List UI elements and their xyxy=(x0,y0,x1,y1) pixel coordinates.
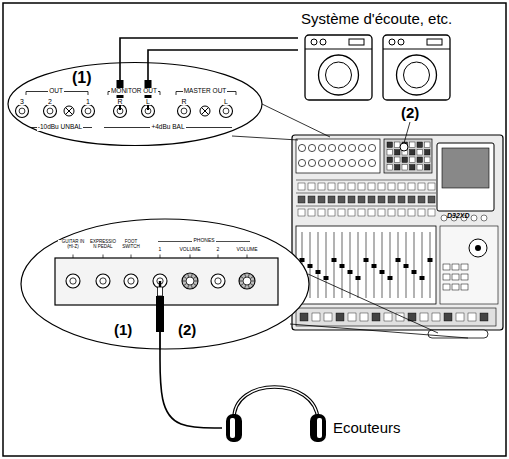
node-label: MONITOR OUT xyxy=(110,88,158,95)
node-label: OUT xyxy=(48,88,64,95)
monitor-speakers: Système d'écoute, etc. xyxy=(298,8,503,104)
node-label: FOOT SWITCH xyxy=(117,240,145,249)
node-label: +4dBu BAL xyxy=(150,124,185,131)
node-outline xyxy=(222,372,420,448)
node-label: R xyxy=(180,98,187,105)
node-label: VOLUME xyxy=(178,247,201,252)
cable xyxy=(160,350,222,428)
node-label: GUITAR IN (HI-Z) xyxy=(58,240,88,249)
cable xyxy=(148,50,298,62)
node-label: 1 xyxy=(158,247,163,252)
callout-number: (1) xyxy=(114,322,132,337)
callout-number: (1) xyxy=(72,70,92,86)
node-label: 2 xyxy=(47,98,53,105)
cable xyxy=(120,38,298,62)
node-label: VOLUME xyxy=(235,247,258,252)
node-label: MASTER OUT xyxy=(183,88,228,95)
node-label: 1 xyxy=(85,98,91,105)
node-label: R xyxy=(116,98,123,105)
rear-panel-zoom: 3 2 1 OUT MONITOR OUT R L MASTER OUT R L -10dBu UN… xyxy=(7,62,263,146)
model-name: D32XD xyxy=(447,212,470,219)
frame xyxy=(3,3,506,456)
node-label: L xyxy=(145,98,151,105)
node-label: -10dBu UNBAL xyxy=(37,124,83,131)
node-label: EXPRESSION PEDAL xyxy=(88,240,119,249)
node-label: L xyxy=(223,98,229,105)
node-label: PHONES xyxy=(192,238,215,243)
headphone-jack xyxy=(400,143,408,151)
callout-number: (2) xyxy=(401,105,419,120)
headphones: Ecouteurs xyxy=(222,372,420,448)
node-label: Système d'écoute, etc. xyxy=(300,11,453,27)
callout-number: (2) xyxy=(178,322,196,337)
recorder-unit xyxy=(292,135,503,338)
node-outline xyxy=(20,218,310,350)
front-panel-zoom: GUITAR IN (HI-Z)EXPRESSION PEDALFOOT SWI… xyxy=(20,218,310,350)
node-label: 2 xyxy=(216,247,221,252)
node-label: 3 xyxy=(19,98,25,105)
node-label: Ecouteurs xyxy=(332,420,402,436)
